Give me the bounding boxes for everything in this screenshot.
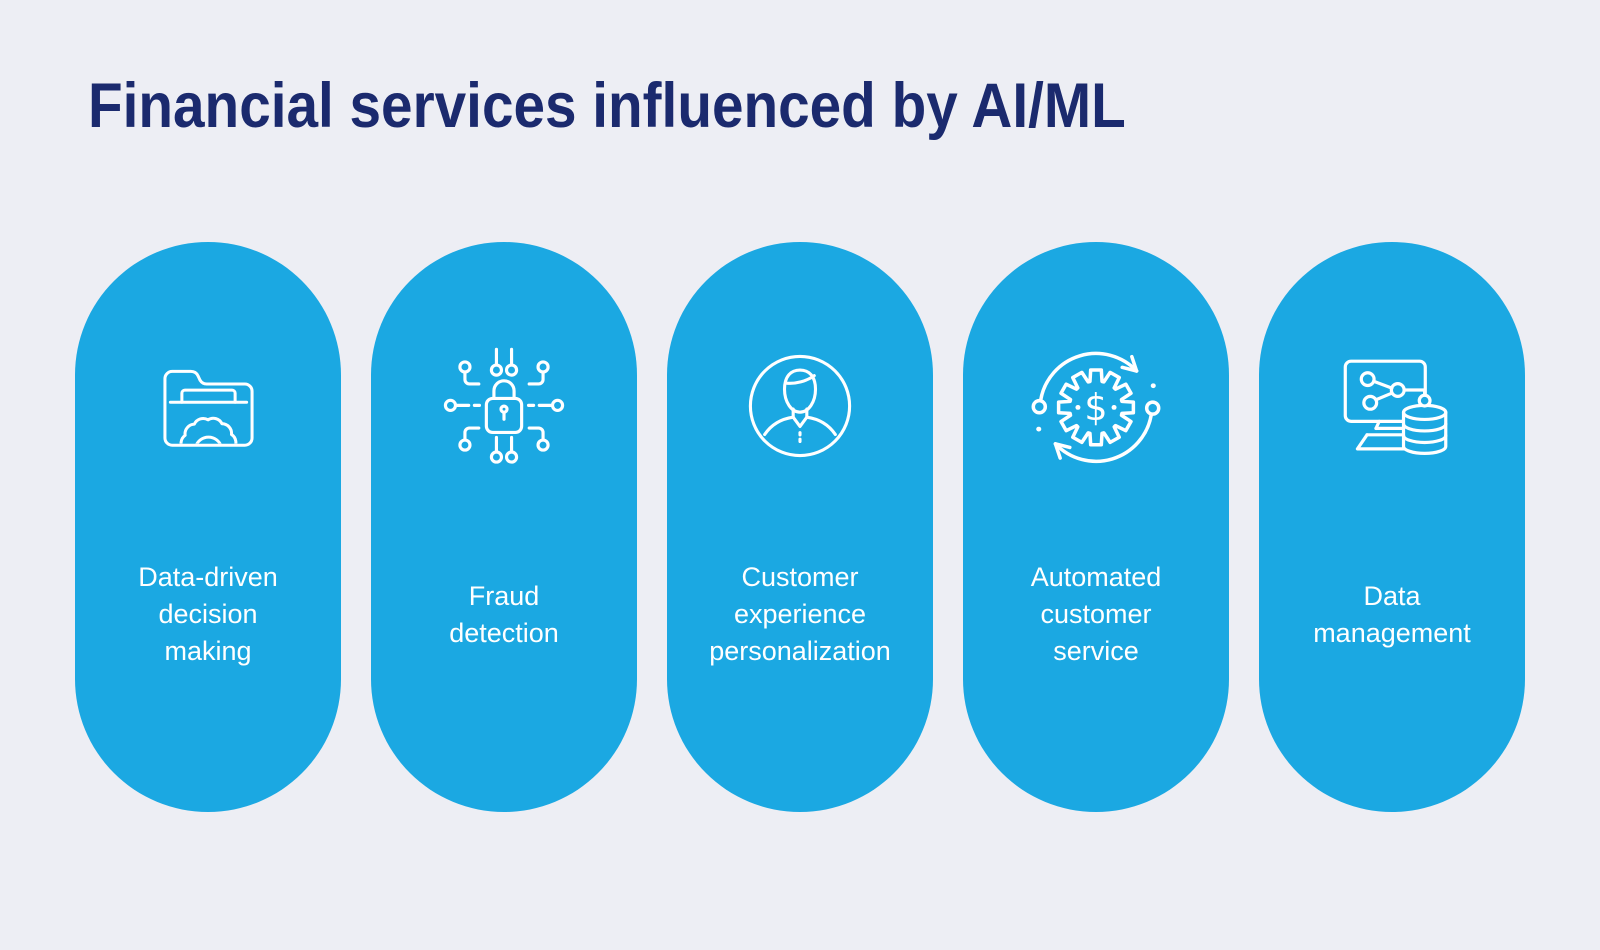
card-label-line: Automated xyxy=(1030,562,1162,593)
card-label: Data-driven decision making xyxy=(138,472,278,812)
cards-row: Data-driven decision making xyxy=(75,242,1525,812)
card-label-line: experience xyxy=(733,599,867,629)
card-label-line: Data xyxy=(1363,580,1421,611)
card-label: Customer experience personalization xyxy=(709,472,891,812)
card-label-line: making xyxy=(164,635,252,666)
card-customer-experience-personalization: Customer experience personalization xyxy=(667,242,933,812)
card-label-line: Fraud xyxy=(468,580,540,611)
person-avatar-icon xyxy=(738,340,862,472)
card-label-line: detection xyxy=(449,617,559,648)
card-label: Automated customer service xyxy=(1031,472,1162,812)
folder-gear-icon xyxy=(148,340,269,472)
card-label-line: Data-driven xyxy=(138,562,278,593)
computer-database-icon xyxy=(1328,340,1456,472)
card-label-line: service xyxy=(1053,635,1139,666)
svg-text:$: $ xyxy=(1084,386,1107,429)
card-data-management: Data management xyxy=(1259,242,1525,812)
page-title: Financial services influenced by AI/ML xyxy=(88,71,1126,141)
card-label-line: personalization xyxy=(709,635,891,666)
card-label-line: customer xyxy=(1040,599,1152,629)
card-automated-customer-service: $ Automated customer service xyxy=(963,242,1229,812)
gear-dollar-sync-icon: $ xyxy=(1026,340,1166,472)
card-label-line: decision xyxy=(158,599,258,629)
card-fraud-detection: Fraud detection xyxy=(371,242,637,812)
card-label-line: Customer xyxy=(741,562,859,593)
card-data-driven-decision-making: Data-driven decision making xyxy=(75,242,341,812)
card-label: Data management xyxy=(1313,472,1471,812)
card-label: Fraud detection xyxy=(449,472,559,812)
card-label-line: management xyxy=(1313,617,1471,648)
padlock-circuit-icon xyxy=(441,340,567,472)
